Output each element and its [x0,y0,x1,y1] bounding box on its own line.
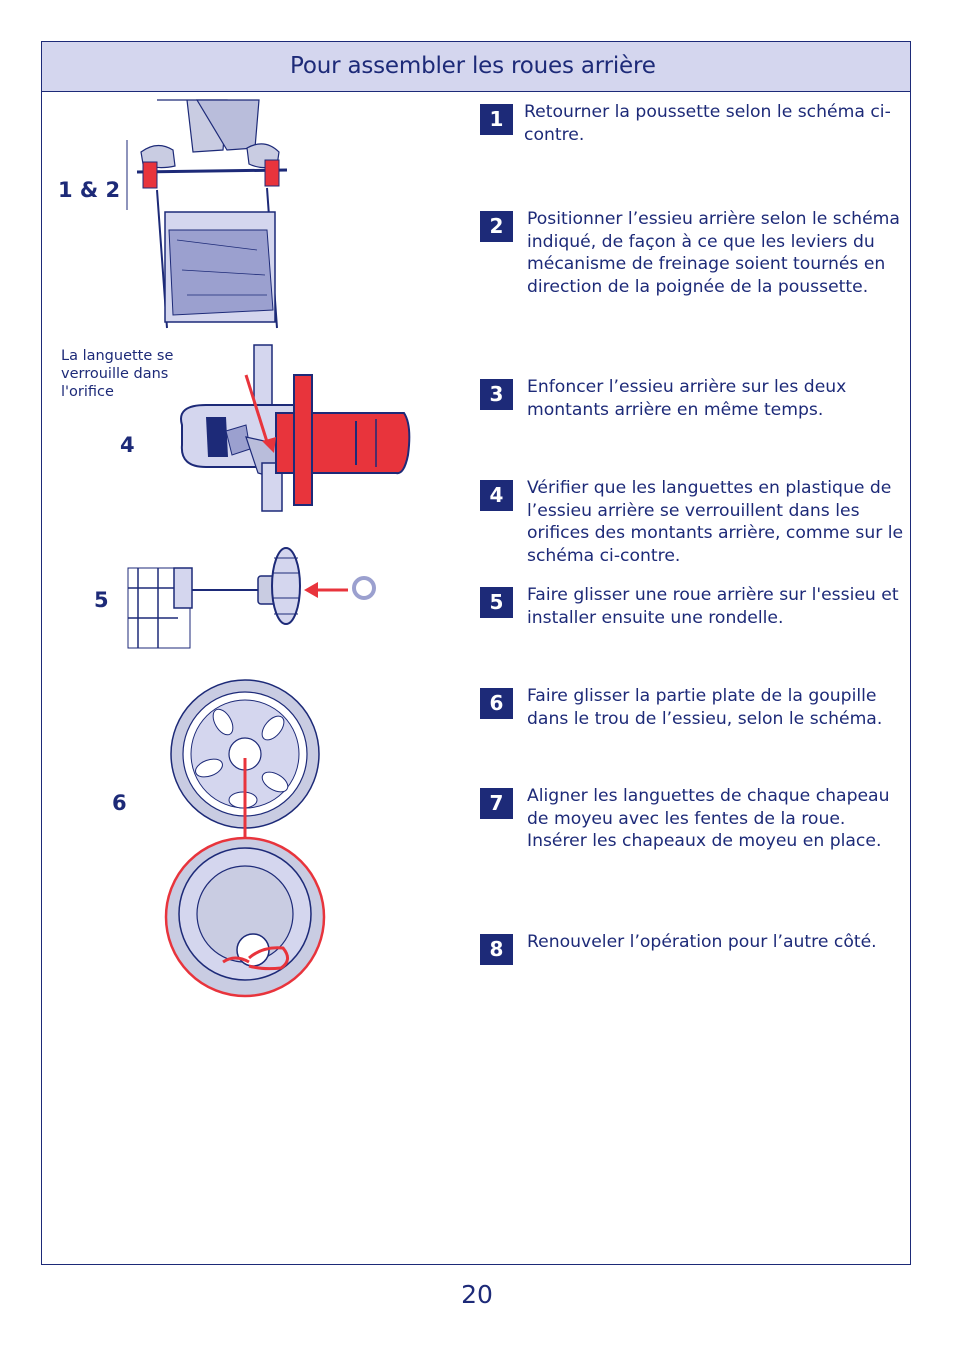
figure-wheel-washer [127,547,376,649]
step-number: 4 [480,480,513,511]
step-text: Vérifier que les languettes en plastique… [527,478,904,566]
page-frame: Pour assembler les roues arrière 1 & 2 L… [41,41,911,1265]
figure-axle-lock [180,344,411,512]
step-text: Aligner les languettes de chaque chapeau… [527,786,890,851]
step-text: Renouveler l’opération pour l’autre côté… [527,932,877,952]
step-text: Faire glisser une roue arrière sur l'ess… [527,585,899,628]
step-number: 6 [480,688,513,719]
step-number: 3 [480,379,513,410]
figure-4-callout: La languette se verrouille dans l'orific… [61,348,174,400]
figure-label-1-2: 1 & 2 [58,178,121,202]
step-number: 2 [480,211,513,242]
step-number: 7 [480,788,513,819]
step-number: 1 [480,104,513,135]
figure-wheel-hubcap [164,679,326,998]
step-text: Enfoncer l’essieu arrière sur les deux m… [527,377,847,420]
step-text: Retourner la poussette selon le schéma c… [524,102,891,145]
step-text: Positionner l’essieu arrière selon le sc… [527,209,900,297]
section-title: Pour assembler les roues arrière [290,53,656,79]
figure-stroller-upside-down [126,99,288,329]
figure-label-5: 5 [94,588,109,612]
step-number: 5 [480,587,513,618]
step-text: Faire glisser la partie plate de la goup… [527,686,883,729]
page-number: 20 [461,1280,493,1309]
figure-label-6: 6 [112,791,127,815]
step-number: 8 [480,934,513,965]
section-header: Pour assembler les roues arrière [42,42,910,92]
figure-label-4: 4 [120,433,135,457]
